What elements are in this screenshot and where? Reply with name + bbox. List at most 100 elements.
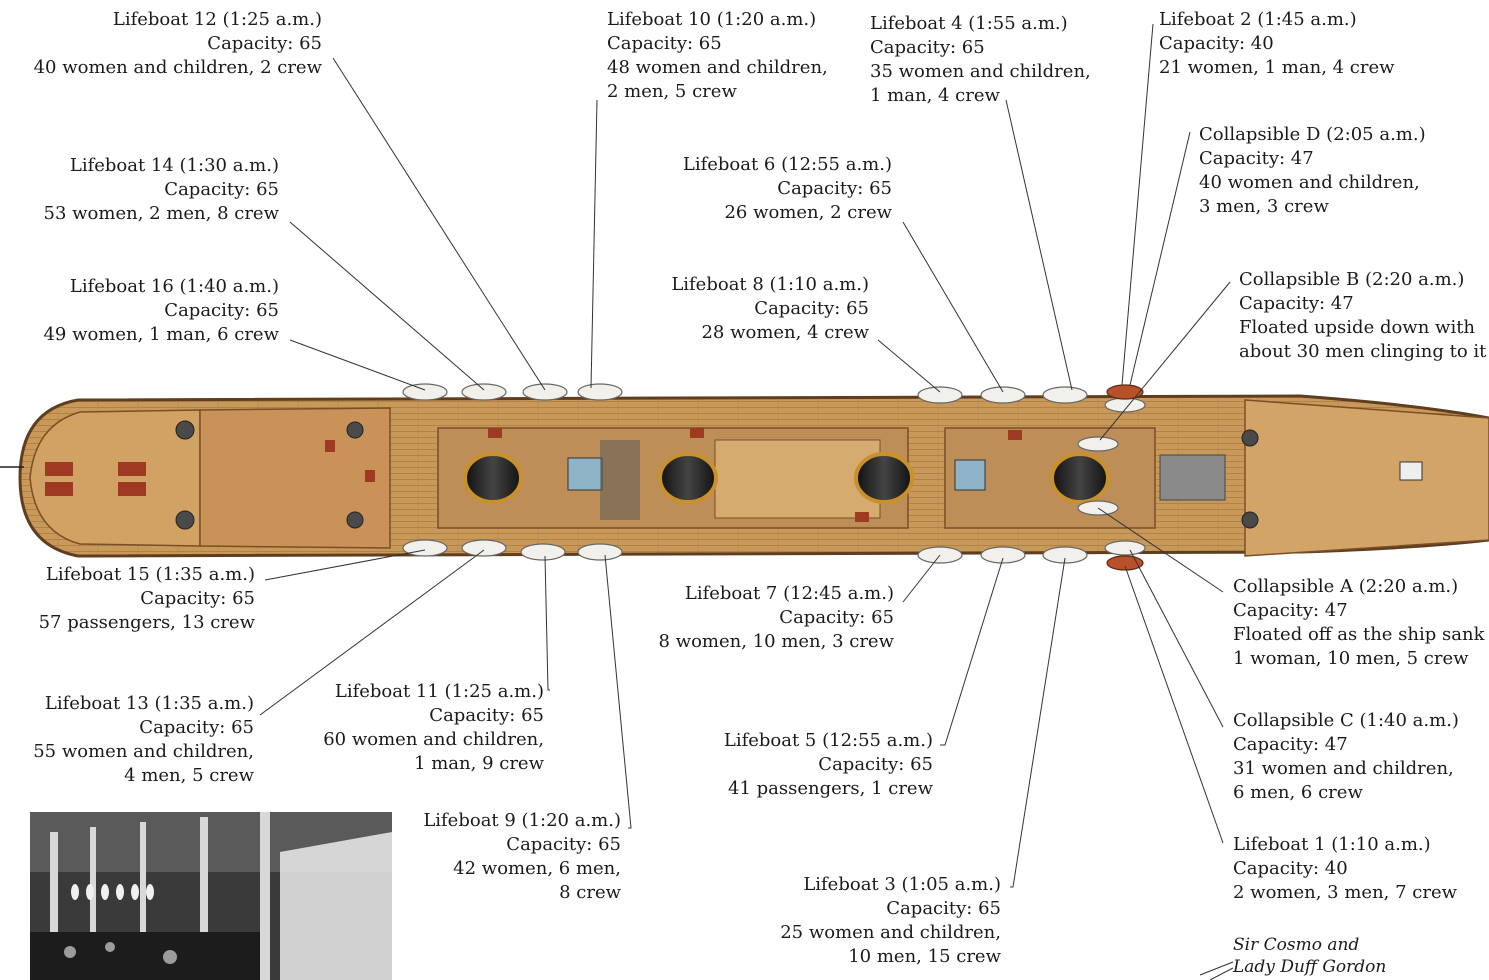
lifeboat-11-title: Lifeboat 11 (1:25 a.m.) bbox=[323, 680, 544, 704]
lifeboat-5-occupants: 41 passengers, 1 crew bbox=[724, 777, 933, 801]
label-lifeboat-16: Lifeboat 16 (1:40 a.m.) Capacity: 65 49 … bbox=[43, 275, 279, 347]
lifeboat-4-occupants: 35 women and children, bbox=[870, 60, 1091, 84]
label-lifeboat-15: Lifeboat 15 (1:35 a.m.) Capacity: 65 57 … bbox=[39, 563, 255, 635]
lifeboat-10-capacity: Capacity: 65 bbox=[607, 32, 828, 56]
label-lifeboat-6: Lifeboat 6 (12:55 a.m.) Capacity: 65 26 … bbox=[683, 153, 892, 225]
collapsible-b-occupants: Floated upside down with bbox=[1239, 316, 1486, 340]
lifeboat-6-occupants: 26 women, 2 crew bbox=[683, 201, 892, 225]
label-lifeboat-14: Lifeboat 14 (1:30 a.m.) Capacity: 65 53 … bbox=[44, 154, 279, 226]
lifeboat-2-capacity: Capacity: 40 bbox=[1159, 32, 1395, 56]
collapsible-b-capacity: Capacity: 47 bbox=[1239, 292, 1486, 316]
lifeboat-16-capacity: Capacity: 65 bbox=[43, 299, 279, 323]
lifeboat-1-capacity: Capacity: 40 bbox=[1233, 857, 1457, 881]
lifeboat-11-capacity: Capacity: 65 bbox=[323, 704, 544, 728]
lifeboat-2-occupants: 21 women, 1 man, 4 crew bbox=[1159, 56, 1395, 80]
lifeboat-14-title: Lifeboat 14 (1:30 a.m.) bbox=[44, 154, 279, 178]
lifeboat-11 bbox=[521, 544, 565, 560]
lifeboat-10-occupants: 2 men, 5 crew bbox=[607, 80, 828, 104]
label-lifeboat-9: Lifeboat 9 (1:20 a.m.) Capacity: 65 42 w… bbox=[423, 809, 621, 905]
lifeboat-16-occupants: 49 women, 1 man, 6 crew bbox=[43, 323, 279, 347]
lifeboat-4-title: Lifeboat 4 (1:55 a.m.) bbox=[870, 12, 1091, 36]
lifeboat-13-title: Lifeboat 13 (1:35 a.m.) bbox=[33, 692, 254, 716]
collapsible-c-occupants: 31 women and children, bbox=[1233, 757, 1459, 781]
photo-caption-line-2: Lady Duff Gordon bbox=[1233, 956, 1386, 978]
label-lifeboat-5: Lifeboat 5 (12:55 a.m.) Capacity: 65 41 … bbox=[724, 729, 933, 801]
lifeboat-10-title: Lifeboat 10 (1:20 a.m.) bbox=[607, 8, 828, 32]
collapsible-d-occupants: 3 men, 3 crew bbox=[1199, 195, 1426, 219]
lifeboat-3-occupants: 25 women and children, bbox=[780, 921, 1001, 945]
label-lifeboat-11: Lifeboat 11 (1:25 a.m.) Capacity: 65 60 … bbox=[323, 680, 544, 776]
lifeboat-16-title: Lifeboat 16 (1:40 a.m.) bbox=[43, 275, 279, 299]
ship-deck bbox=[0, 396, 1489, 556]
lifeboat-12-occupants: 40 women and children, 2 crew bbox=[34, 56, 322, 80]
collapsible-b-occupants: about 30 men clinging to it bbox=[1239, 340, 1486, 364]
lifeboat-13-occupants: 4 men, 5 crew bbox=[33, 764, 254, 788]
lifeboat-5-title: Lifeboat 5 (12:55 a.m.) bbox=[724, 729, 933, 753]
lifeboat-12-title: Lifeboat 12 (1:25 a.m.) bbox=[34, 8, 322, 32]
lifeboat-8-title: Lifeboat 8 (1:10 a.m.) bbox=[671, 273, 869, 297]
lifeboat-14-capacity: Capacity: 65 bbox=[44, 178, 279, 202]
lifeboat-6-title: Lifeboat 6 (12:55 a.m.) bbox=[683, 153, 892, 177]
photo-caption: Sir Cosmo and Lady Duff Gordon bbox=[1233, 934, 1386, 978]
lifeboat-5 bbox=[981, 547, 1025, 563]
lifeboat-7-title: Lifeboat 7 (12:45 a.m.) bbox=[659, 582, 894, 606]
lifeboat-8 bbox=[918, 387, 962, 403]
lifeboat-6 bbox=[981, 387, 1025, 403]
lifeboat-3-occupants: 10 men, 15 crew bbox=[780, 945, 1001, 969]
collapsible-d-title: Collapsible D (2:05 a.m.) bbox=[1199, 123, 1426, 147]
lifeboat-4 bbox=[1043, 387, 1087, 403]
photo-caption-line-1: Sir Cosmo and bbox=[1233, 934, 1386, 956]
lifeboat-15 bbox=[403, 540, 447, 556]
label-lifeboat-8: Lifeboat 8 (1:10 a.m.) Capacity: 65 28 w… bbox=[671, 273, 869, 345]
label-collapsible-b: Collapsible B (2:20 a.m.) Capacity: 47 F… bbox=[1239, 268, 1486, 364]
label-lifeboat-13: Lifeboat 13 (1:35 a.m.) Capacity: 65 55 … bbox=[33, 692, 254, 788]
lifeboat-15-capacity: Capacity: 65 bbox=[39, 587, 255, 611]
collapsible-b-title: Collapsible B (2:20 a.m.) bbox=[1239, 268, 1486, 292]
lifeboat-8-occupants: 28 women, 4 crew bbox=[671, 321, 869, 345]
lifeboat-10-occupants: 48 women and children, bbox=[607, 56, 828, 80]
collapsible-d-capacity: Capacity: 47 bbox=[1199, 147, 1426, 171]
collapsible-c bbox=[1105, 541, 1145, 555]
lifeboat-12-capacity: Capacity: 65 bbox=[34, 32, 322, 56]
label-collapsible-d: Collapsible D (2:05 a.m.) Capacity: 47 4… bbox=[1199, 123, 1426, 219]
label-collapsible-c: Collapsible C (1:40 a.m.) Capacity: 47 3… bbox=[1233, 709, 1459, 805]
lifeboat-9-occupants: 8 crew bbox=[423, 881, 621, 905]
label-lifeboat-3: Lifeboat 3 (1:05 a.m.) Capacity: 65 25 w… bbox=[780, 873, 1001, 969]
lifeboat-13 bbox=[462, 540, 506, 556]
lifeboat-16 bbox=[403, 384, 447, 400]
lifeboat-1-title: Lifeboat 1 (1:10 a.m.) bbox=[1233, 833, 1457, 857]
lifeboat-9-title: Lifeboat 9 (1:20 a.m.) bbox=[423, 809, 621, 833]
collapsible-a-occupants: 1 woman, 10 men, 5 crew bbox=[1233, 647, 1484, 671]
label-lifeboat-4: Lifeboat 4 (1:55 a.m.) Capacity: 65 35 w… bbox=[870, 12, 1091, 108]
lifeboat-12 bbox=[523, 384, 567, 400]
collapsible-c-title: Collapsible C (1:40 a.m.) bbox=[1233, 709, 1459, 733]
lifeboat-11-occupants: 60 women and children, bbox=[323, 728, 544, 752]
lifeboat-8-capacity: Capacity: 65 bbox=[671, 297, 869, 321]
lifeboat-9 bbox=[578, 544, 622, 560]
lifeboat-6-capacity: Capacity: 65 bbox=[683, 177, 892, 201]
lifeboat-3-capacity: Capacity: 65 bbox=[780, 897, 1001, 921]
lifeboat-9-occupants: 42 women, 6 men, bbox=[423, 857, 621, 881]
collapsible-c-occupants: 6 men, 6 crew bbox=[1233, 781, 1459, 805]
lifeboat-2 bbox=[1107, 385, 1143, 399]
label-lifeboat-12: Lifeboat 12 (1:25 a.m.) Capacity: 65 40 … bbox=[34, 8, 322, 80]
lifeboat-1-occupants: 2 women, 3 men, 7 crew bbox=[1233, 881, 1457, 905]
label-lifeboat-1: Lifeboat 1 (1:10 a.m.) Capacity: 40 2 wo… bbox=[1233, 833, 1457, 905]
lifeboat-4-occupants: 1 man, 4 crew bbox=[870, 84, 1091, 108]
lifeboat-14-occupants: 53 women, 2 men, 8 crew bbox=[44, 202, 279, 226]
collapsible-a-occupants: Floated off as the ship sank bbox=[1233, 623, 1484, 647]
lifeboat-10 bbox=[578, 384, 622, 400]
label-lifeboat-7: Lifeboat 7 (12:45 a.m.) Capacity: 65 8 w… bbox=[659, 582, 894, 654]
label-lifeboat-10: Lifeboat 10 (1:20 a.m.) Capacity: 65 48 … bbox=[607, 8, 828, 104]
lifeboat-5-capacity: Capacity: 65 bbox=[724, 753, 933, 777]
collapsible-c-capacity: Capacity: 47 bbox=[1233, 733, 1459, 757]
lifeboat-13-occupants: 55 women and children, bbox=[33, 740, 254, 764]
label-collapsible-a: Collapsible A (2:20 a.m.) Capacity: 47 F… bbox=[1233, 575, 1484, 671]
lifeboat-9-capacity: Capacity: 65 bbox=[423, 833, 621, 857]
collapsible-d-occupants: 40 women and children, bbox=[1199, 171, 1426, 195]
lifeboat-7-occupants: 8 women, 10 men, 3 crew bbox=[659, 630, 894, 654]
lifeboat-2-title: Lifeboat 2 (1:45 a.m.) bbox=[1159, 8, 1395, 32]
lifeboat-7-capacity: Capacity: 65 bbox=[659, 606, 894, 630]
label-lifeboat-2: Lifeboat 2 (1:45 a.m.) Capacity: 40 21 w… bbox=[1159, 8, 1395, 80]
collapsible-a-title: Collapsible A (2:20 a.m.) bbox=[1233, 575, 1484, 599]
